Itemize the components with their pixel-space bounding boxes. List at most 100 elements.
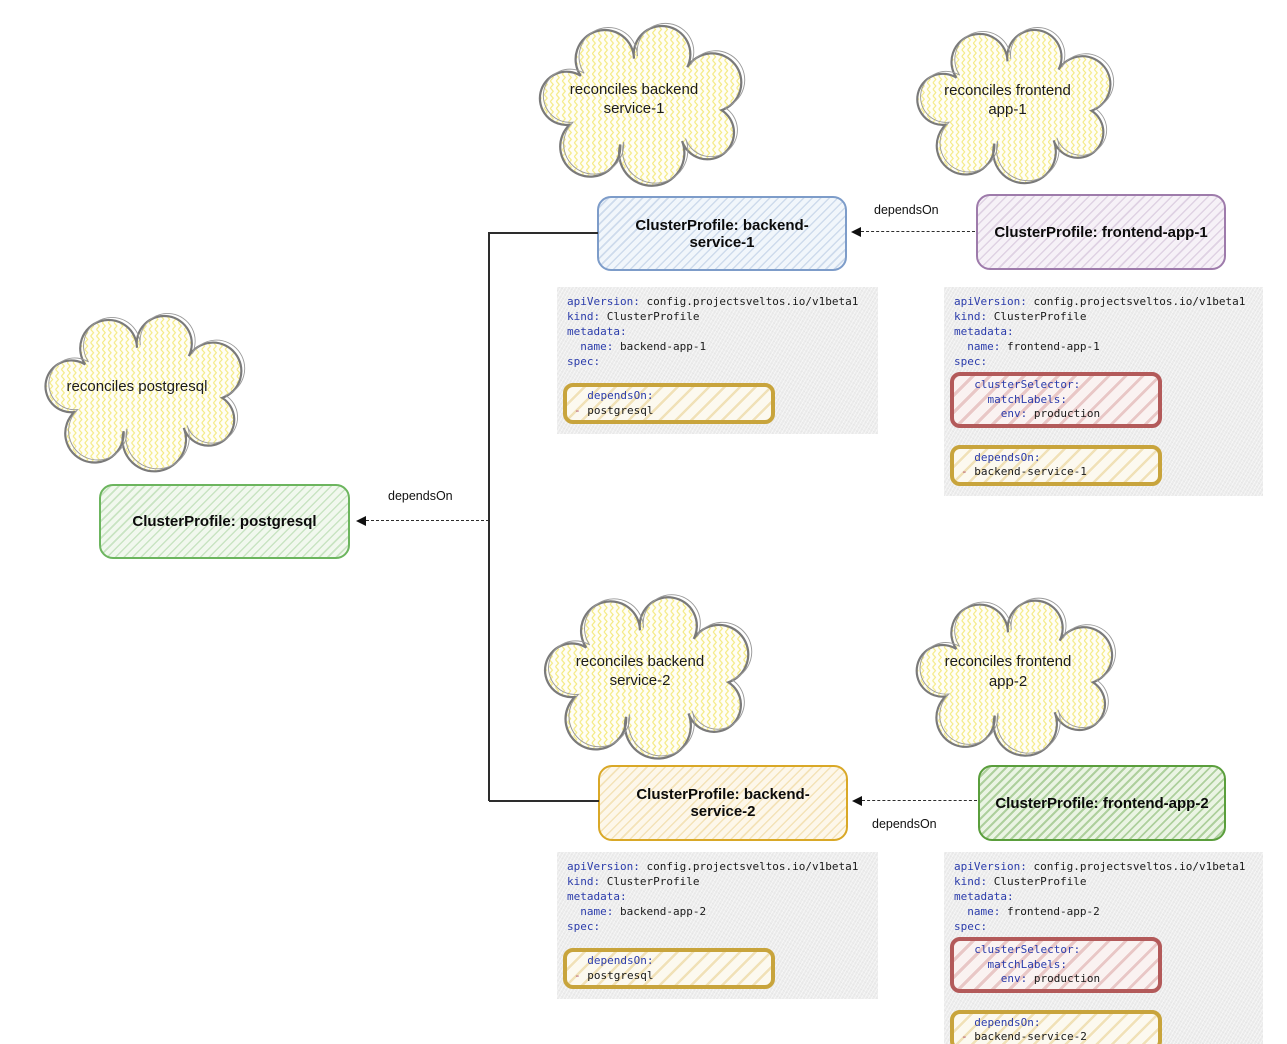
yaml-dash: -	[574, 968, 588, 982]
cloud-frontend-app-1: reconciles frontend app-1	[905, 27, 1115, 185]
yaml-ind	[961, 451, 974, 464]
yaml-val: config.projectsveltos.io/v1beta1	[639, 860, 859, 873]
yaml-val: postgresql	[587, 403, 654, 417]
yaml-line: name: frontend-app-2	[954, 904, 1253, 919]
yaml-lines: apiVersion: config.projectsveltos.io/v1b…	[567, 294, 868, 369]
yaml-key: dependsOn:	[974, 450, 1041, 464]
arrowhead-icon	[851, 227, 861, 237]
clusterprofile-box-backend-service-1: ClusterProfile: backend-service-1	[597, 196, 847, 271]
yaml-val: ClusterProfile	[987, 875, 1087, 888]
yaml-ind	[961, 393, 988, 406]
yaml-key: dependsOn:	[587, 954, 654, 967]
yaml-ind	[961, 958, 988, 971]
yaml-key: env:	[1000, 972, 1028, 985]
clusterprofile-box-frontend-app-2: ClusterProfile: frontend-app-2	[978, 765, 1226, 841]
yaml-line: kind: ClusterProfile	[567, 874, 868, 889]
cloud-label: reconciles backend service-2	[575, 652, 705, 690]
arrow-frontend1-to-backend1	[861, 231, 975, 232]
yaml-block-backend-service-1: apiVersion: config.projectsveltos.io/v1b…	[557, 287, 878, 434]
yaml-block-backend-service-2: apiVersion: config.projectsveltos.io/v1b…	[557, 852, 878, 999]
yaml-block-frontend-app-1: apiVersion: config.projectsveltos.io/v1b…	[944, 287, 1263, 496]
yaml-highlight-gold: dependsOn: - postgresql	[563, 383, 775, 424]
yaml-dash: -	[961, 1030, 975, 1043]
yaml-line: dependsOn:	[961, 451, 1151, 466]
yaml-line: env: production	[961, 972, 1151, 987]
yaml-key: spec:	[954, 355, 988, 368]
connector-bottom-horizontal	[489, 800, 599, 802]
yaml-line: spec:	[567, 354, 868, 369]
yaml-val: backend-app-1	[613, 340, 707, 353]
yaml-lines: apiVersion: config.projectsveltos.io/v1b…	[954, 859, 1253, 934]
yaml-val: frontend-app-1	[1000, 340, 1100, 353]
yaml-val: backend-service-2	[974, 1030, 1087, 1043]
yaml-line: metadata:	[567, 324, 868, 339]
yaml-line: name: backend-app-1	[567, 339, 868, 354]
yaml-val: config.projectsveltos.io/v1beta1	[639, 295, 859, 308]
yaml-key: dependsOn:	[587, 389, 654, 402]
connector-top-horizontal	[489, 232, 598, 234]
yaml-ind	[574, 389, 587, 402]
yaml-gap	[954, 996, 1253, 1007]
yaml-line: - backend-service-2	[961, 1030, 1151, 1044]
yaml-key: name:	[580, 905, 614, 918]
cloud-postgresql: reconciles postgresql	[33, 313, 246, 473]
yaml-ind	[961, 972, 1001, 985]
yaml-line: apiVersion: config.projectsveltos.io/v1b…	[954, 294, 1253, 309]
yaml-lines: apiVersion: config.projectsveltos.io/v1b…	[954, 294, 1253, 369]
yaml-key: matchLabels:	[987, 957, 1067, 971]
arrowhead-icon	[356, 516, 366, 526]
yaml-key: metadata:	[954, 325, 1014, 338]
yaml-key: kind:	[954, 310, 988, 323]
cloud-backend-service-1: reconciles backend service-1	[528, 22, 746, 187]
yaml-key: metadata:	[567, 325, 627, 338]
yaml-ind	[961, 943, 974, 956]
yaml-ind	[961, 407, 1001, 420]
yaml-key: kind:	[567, 875, 601, 888]
yaml-val: config.projectsveltos.io/v1beta1	[1026, 295, 1246, 308]
yaml-line: apiVersion: config.projectsveltos.io/v1b…	[567, 294, 868, 309]
yaml-key: env:	[1000, 407, 1028, 420]
yaml-line: - postgresql	[574, 404, 764, 419]
edge-label-dependson-bottom: dependsOn	[872, 817, 937, 831]
yaml-line: matchLabels:	[961, 958, 1151, 973]
cloud-label: reconciles frontend app-1	[944, 81, 1071, 119]
yaml-gap	[954, 431, 1253, 442]
yaml-line: name: frontend-app-1	[954, 339, 1253, 354]
yaml-val: config.projectsveltos.io/v1beta1	[1026, 860, 1246, 873]
yaml-key: apiVersion:	[567, 860, 640, 873]
yaml-line: dependsOn:	[574, 954, 764, 969]
yaml-line: dependsOn:	[574, 389, 764, 404]
yaml-lines: apiVersion: config.projectsveltos.io/v1b…	[567, 859, 868, 934]
yaml-ind	[954, 340, 967, 353]
cloud-label: reconciles backend service-1	[569, 80, 699, 118]
yaml-line: spec:	[954, 919, 1253, 934]
clusterprofile-box-postgresql: ClusterProfile: postgresql	[99, 484, 350, 559]
yaml-key: spec:	[567, 355, 601, 368]
yaml-ind	[567, 340, 580, 353]
yaml-key: kind:	[567, 310, 601, 323]
arrowhead-icon	[852, 796, 862, 806]
cloud-label: reconciles postgresql	[66, 378, 208, 396]
yaml-line: dependsOn:	[961, 1016, 1151, 1031]
yaml-gap	[567, 934, 868, 945]
yaml-ind	[961, 1016, 974, 1029]
clusterprofile-box-title: ClusterProfile: frontend-app-2	[995, 794, 1209, 812]
yaml-val: backend-service-1	[974, 465, 1087, 478]
yaml-val: backend-app-2	[613, 905, 707, 918]
yaml-line: spec:	[567, 919, 868, 934]
arrow-frontend2-to-backend2	[862, 800, 977, 801]
yaml-key: name:	[967, 340, 1001, 353]
yaml-line: env: production	[961, 407, 1151, 422]
yaml-highlight-red: clusterSelector: matchLabels: env: produ…	[950, 937, 1162, 993]
yaml-key: apiVersion:	[567, 295, 640, 308]
yaml-line: - postgresql	[574, 969, 764, 984]
connector-vertical	[488, 232, 490, 801]
yaml-highlight-gold: dependsOn:- backend-service-1	[950, 444, 1162, 486]
yaml-val: postgresql	[587, 968, 654, 982]
yaml-key: clusterSelector:	[974, 378, 1081, 391]
yaml-highlight-gold: dependsOn:- backend-service-2	[950, 1009, 1162, 1044]
yaml-key: spec:	[954, 920, 988, 933]
yaml-key: apiVersion:	[954, 295, 1027, 308]
yaml-key: clusterSelector:	[974, 943, 1081, 956]
